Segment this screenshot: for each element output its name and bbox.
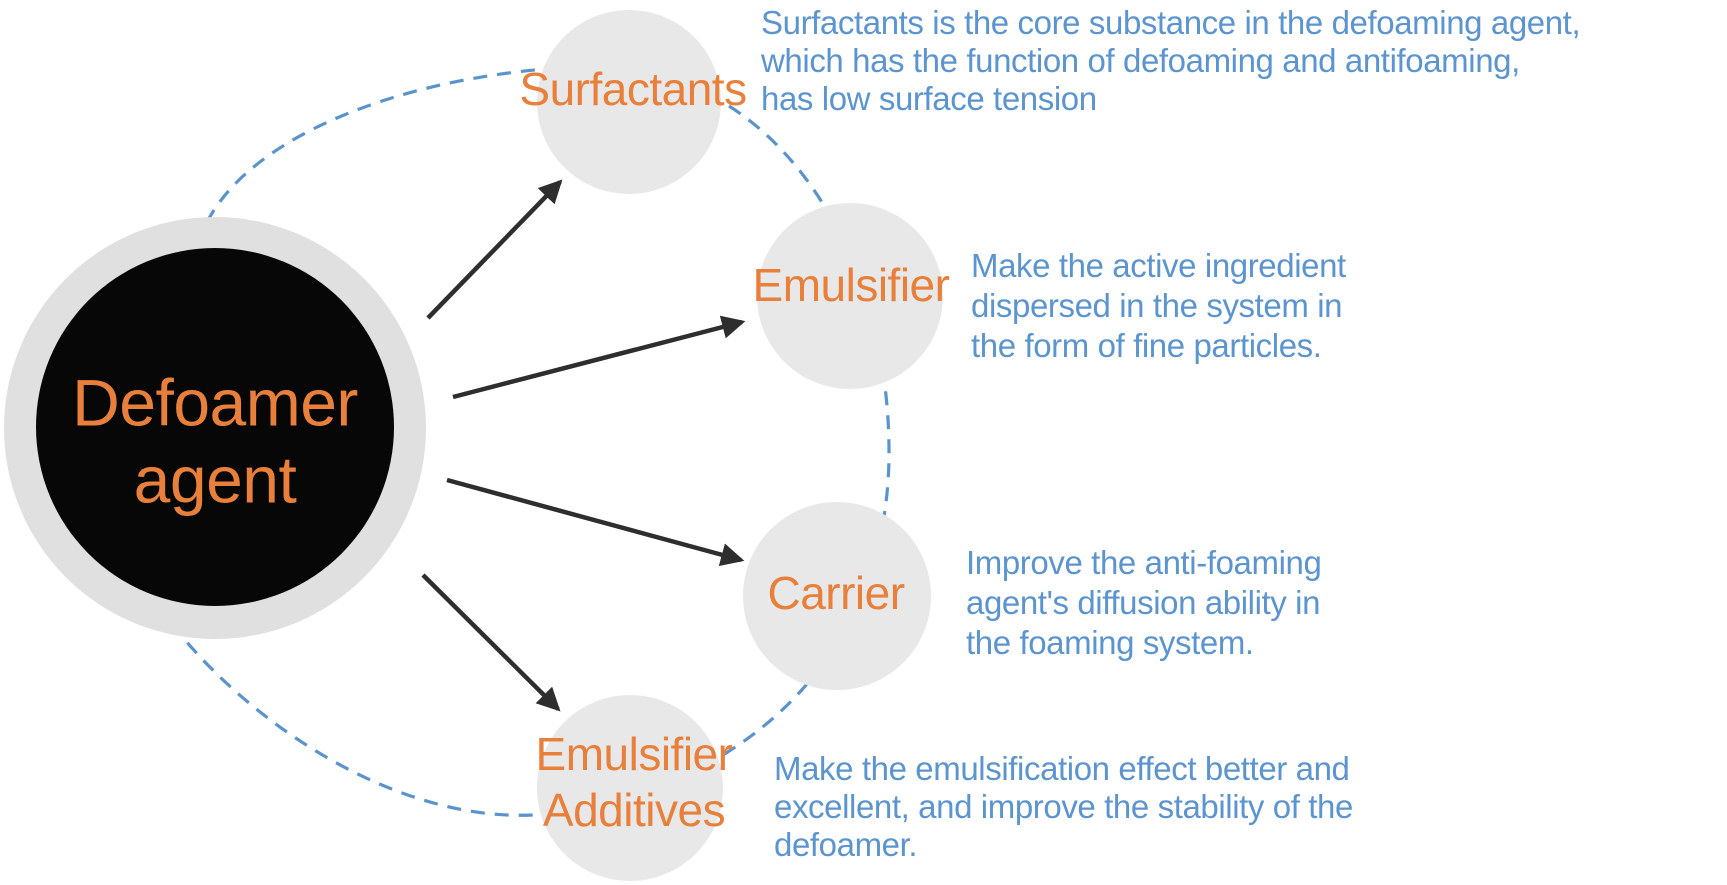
description-emulsifier: Make the active ingredient dispersed in … [971,247,1346,364]
node-circle-surfactants [537,10,721,194]
node-circle-emulsifier-additives [537,695,723,881]
node-label-surfactants: Surfactants [519,62,747,115]
dashed-cycle-arc [183,64,891,817]
center-node-circle [36,248,394,606]
description-emulsifier-additives: Make the emulsification effect better an… [774,750,1353,863]
node-circle-emulsifier [757,203,943,389]
node-label-emulsifier: Emulsifier [752,258,950,311]
node-label-carrier: Carrier [767,566,905,619]
center-node-label: Defoamer agent [72,365,358,516]
node-circle-carrier [743,502,931,690]
description-carrier: Improve the anti-foaming agent's diffusi… [966,544,1322,661]
node-label-emulsifier-additives: Emulsifier Additives [535,727,733,836]
description-surfactants: Surfactants is the core substance in the… [761,4,1581,117]
